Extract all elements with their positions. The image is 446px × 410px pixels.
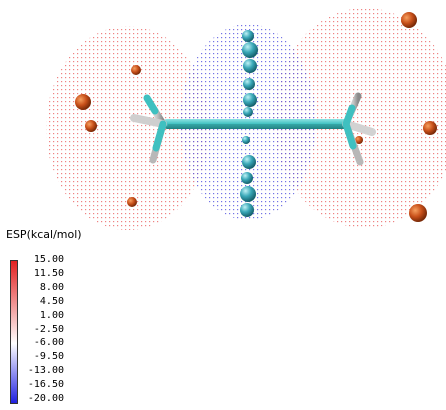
legend-title: ESP(kcal/mol) [6,228,82,241]
negative-extrema [240,30,258,217]
colorbar-tick-label: 4.50 [39,295,64,307]
left-methyl-group [130,94,167,164]
colorbar-tick-label: 1.00 [39,309,64,321]
colorbar-tick-label: -16.50 [27,379,64,391]
colorbar-tick-label: 8.00 [39,281,64,293]
colorbar-tick-label: 11.50 [33,267,64,279]
right-methyl-group [342,92,376,166]
colorbar-tick-label: 15.00 [33,254,64,265]
colorbar-tick-label: -9.50 [33,351,64,363]
positive-extrema [75,12,437,222]
colorbar-tick-label: -13.00 [27,365,64,377]
positive-lobe-left [46,26,210,230]
colorbar-tick-label: -20.00 [27,393,64,404]
molecule-backbone [162,119,352,129]
positive-lobe-right [273,8,446,228]
colorbar-tick-label: -6.00 [33,337,64,349]
esp-colorbar [10,260,18,404]
colorbar-tick-label: -2.50 [33,323,64,335]
